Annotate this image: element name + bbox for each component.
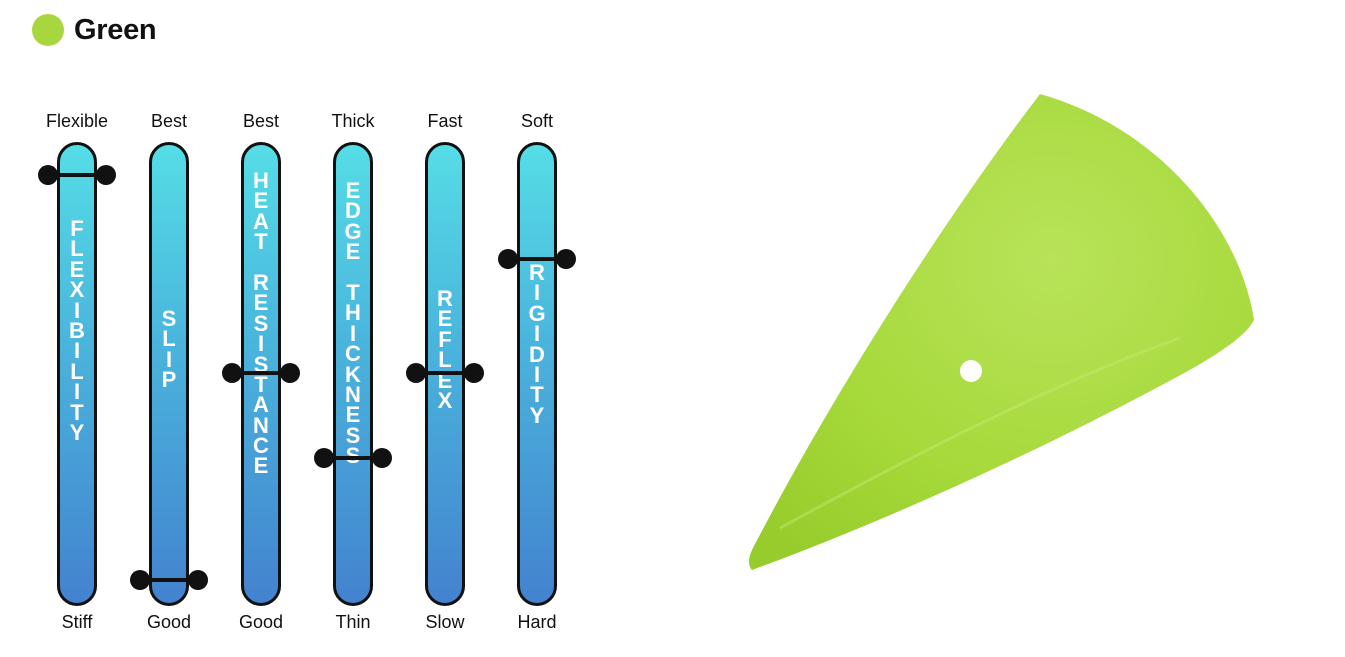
product-image [740, 88, 1260, 578]
gauge-top-label: Flexible [45, 111, 109, 131]
gauge-top-label: Thick [331, 111, 375, 131]
gauge-marker [130, 570, 208, 590]
gauge-marker [498, 249, 576, 270]
green-color-dot [32, 14, 64, 46]
gauge-marker [406, 363, 484, 384]
gauge-bottom-label: Good [146, 612, 192, 632]
gauge-marker [38, 164, 116, 185]
squeegee-body [749, 94, 1254, 570]
gauge-bottom-label: Thin [335, 612, 371, 632]
squeegee-shape [749, 94, 1254, 570]
gauge-bottom-label: Stiff [61, 612, 93, 632]
gauge-bottom-label: Hard [517, 612, 557, 632]
gauge-top-label: Fast [427, 111, 463, 131]
header: Green [32, 10, 157, 50]
gauge-bottom-label: Good [238, 612, 284, 632]
gauge-marker [222, 363, 300, 384]
gauge-bottom-label: Slow [425, 612, 465, 632]
gauge-top-label: Soft [520, 111, 554, 131]
gauge-top-label: Best [150, 111, 188, 131]
page-title: Green [74, 13, 157, 46]
gauge-top-label: Best [242, 111, 280, 131]
squeegee-hole [960, 360, 982, 382]
gauge-marker [314, 447, 392, 468]
